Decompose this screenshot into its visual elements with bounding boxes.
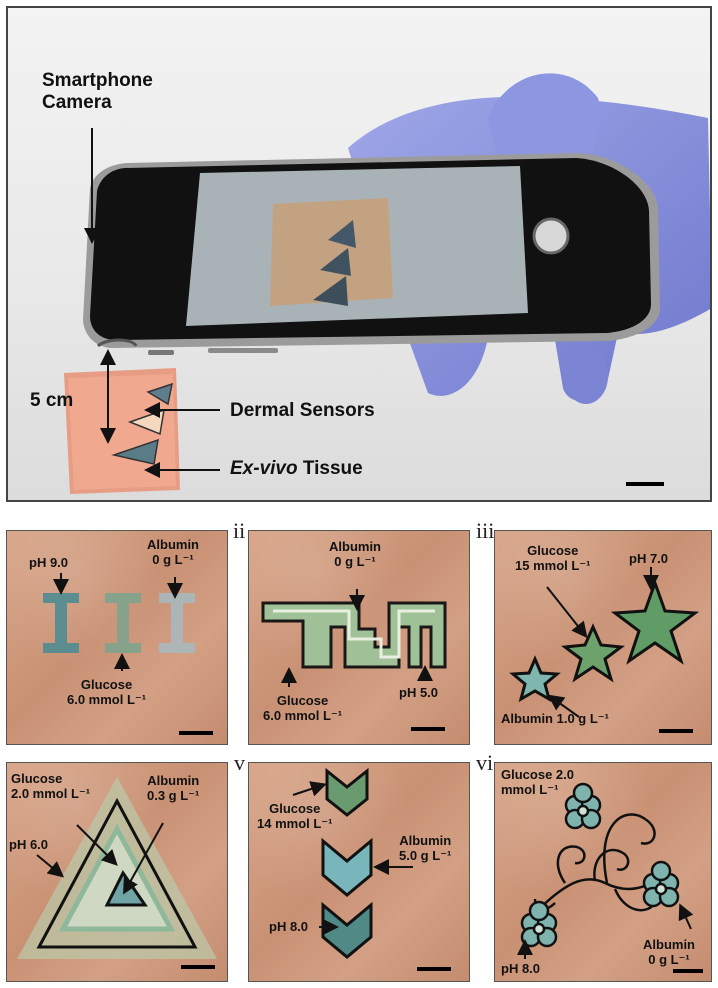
panel-iii-ph-label: pH 7.0 [629,551,669,566]
panel-ii-albumin-line1: Albumin [329,539,381,554]
panel-i-albumin-line2: 0 g L⁻¹ [152,552,194,567]
panel-i-glucose-line1: Glucose [80,677,133,692]
panel-iii-sensor-drawing [509,567,700,718]
panel-v-chevrons: Glucose 14 mmol L⁻¹ Albumin 5.0 g L⁻¹ pH… [248,762,470,982]
panel-vi-albumin-line1: Albumin [643,937,695,952]
ex-vivo-tissue [64,368,180,494]
panel-ii-glucose-line2: 6.0 mmol L⁻¹ [263,708,343,723]
panel-ii-tum: Albumin 0 g L⁻¹ Glucose 6.0 mmol L⁻¹ pH … [248,530,470,745]
smartphone-camera-label-line1: Smartphone [42,70,153,91]
panel-vi-sensor-drawing [517,782,694,959]
flower-top [564,782,602,830]
distance-label: 5 cm [30,390,74,411]
panel-iii-glucose-line1: Glucose [527,543,579,558]
scale-bar [626,482,664,486]
panel-v-ph-label: pH 8.0 [269,919,309,934]
ex-vivo-tissue-label: Ex-vivo Tissue [230,458,363,480]
panel-iii-label: iii [476,518,495,543]
panel-iv-triangle: Glucose 2.0 mmol L⁻¹ Albumin 0.3 g L⁻¹ p… [6,762,228,982]
smartphone-setup-panel: Smartphone Camera 5 cm Dermal Sensors Ex… [6,6,712,502]
smartphone-camera-label-line2: Camera [42,92,112,113]
panel-iv-albumin-line1: Albumin [147,773,200,788]
panel-i-glucose-line2: 6.0 mmol L⁻¹ [67,692,147,707]
panel-ii-glucose-line1: Glucose [276,693,329,708]
panel-v-glucose-line1: Glucose [269,801,321,816]
panel-ii-scale-bar [411,727,445,731]
tissue-word: Tissue [302,458,363,479]
panel-v-albumin-line1: Albumin [399,833,452,848]
panel-vi-flowers: Glucose 2.0 mmol L⁻¹ pH 8.0 Albumin 0 g … [494,762,712,982]
flower-left [520,900,558,948]
flower-right [642,860,680,908]
panel-iv-albumin-line2: 0.3 g L⁻¹ [147,788,200,803]
panel-ii-ph-label: pH 5.0 [399,685,439,700]
panel-iv-glucose-line1: Glucose [11,771,63,786]
panel-vi-glucose-line2: mmol L⁻¹ [501,782,559,797]
panel-iii-scale-bar [659,729,693,733]
panel-vi-albumin-line2: 0 g L⁻¹ [648,952,690,967]
panel-i-scale-bar [179,731,213,735]
shutter-button [532,217,570,255]
panel-v-glucose-line2: 14 mmol L⁻¹ [257,816,333,831]
dermal-sensors-label: Dermal Sensors [230,400,375,421]
panel-iv-sensor-drawing [17,777,217,959]
panel-ii-sensor-drawing [261,589,447,687]
panel-v-scale-bar [417,967,451,971]
panel-iv-scale-bar [181,965,215,969]
panel-v-sensor-drawing [292,767,413,959]
panel-iii-stars: Glucose 15 mmol L⁻¹ pH 7.0 Albumin 1.0 g… [494,530,712,745]
tissue-on-screen [270,198,393,306]
smartphone-setup-illustration [64,73,710,494]
panel-v-albumin-line2: 5.0 g L⁻¹ [399,848,452,863]
panel-vi-glucose-line1: Glucose 2.0 [501,767,574,782]
panel-vi-ph-label: pH 8.0 [501,961,541,976]
panel-i-bars: pH 9.0 Albumin 0 g L⁻¹ Glucose 6.0 mmol … [6,530,228,745]
panel-vi-scale-bar [673,969,703,973]
panel-v-label: v [234,750,245,775]
panel-iv-ph-label: pH 6.0 [9,837,49,852]
panel-iii-albumin-label: Albumin 1.0 g L⁻¹ [501,711,609,726]
panel-iv-glucose-line2: 2.0 mmol L⁻¹ [11,786,91,801]
panel-iii-glucose-line2: 15 mmol L⁻¹ [515,558,591,573]
panel-ii-label: ii [233,518,246,543]
panel-i-albumin-line1: Albumin [147,537,199,552]
panel-ii-albumin-line2: 0 g L⁻¹ [334,554,376,569]
ex-vivo-italic: Ex-vivo [230,458,298,479]
smartphone [83,153,660,355]
panel-i-sensor-drawing [43,573,195,671]
panel-vi-label: vi [476,750,494,775]
panel-i-ph-label: pH 9.0 [29,555,69,570]
